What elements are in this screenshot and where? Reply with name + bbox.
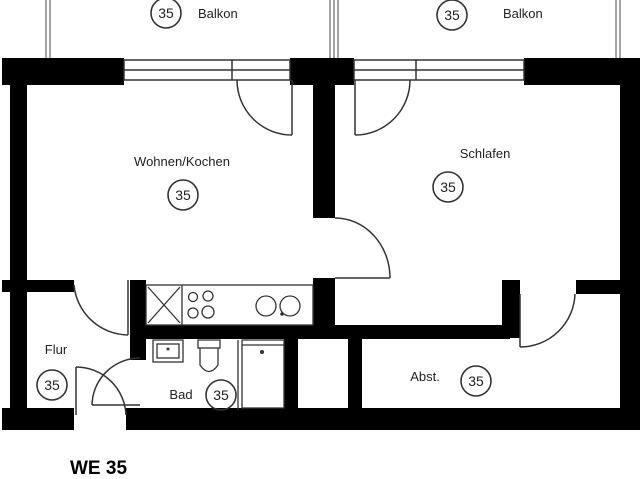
room-number: 35 [440,179,456,195]
balcony-railings [45,0,621,58]
room-number: 35 [175,187,191,203]
kitchen-counter [145,284,314,326]
windows [123,59,525,81]
walls [2,58,640,430]
room-wohnen-kochen: Wohnen/Kochen 35 [134,154,230,211]
room-number: 35 [213,387,229,403]
room-schlafen: Schlafen 35 [432,146,511,203]
room-name: Balkon [198,6,238,21]
bathroom-fixtures [152,339,285,410]
room-abst: Abst. 35 [410,365,492,397]
room-number: 35 [158,5,174,21]
room-number: 35 [444,7,460,23]
doors [73,79,576,416]
room-name: Bad [169,387,192,402]
room-name: Abst. [410,369,440,384]
room-name: Wohnen/Kochen [134,154,230,169]
room-bad: Bad 35 [169,379,237,411]
unit-label: WE 35 [70,458,127,479]
room-balkon-right: 35 Balkon [436,0,543,31]
room-number: 35 [44,377,60,393]
room-name: Balkon [503,6,543,21]
room-name: Flur [45,342,68,357]
room-number: 35 [468,373,484,389]
room-flur: Flur 35 [36,342,68,401]
room-balkon-left: 35 Balkon [150,0,238,29]
room-name: Schlafen [460,146,511,161]
